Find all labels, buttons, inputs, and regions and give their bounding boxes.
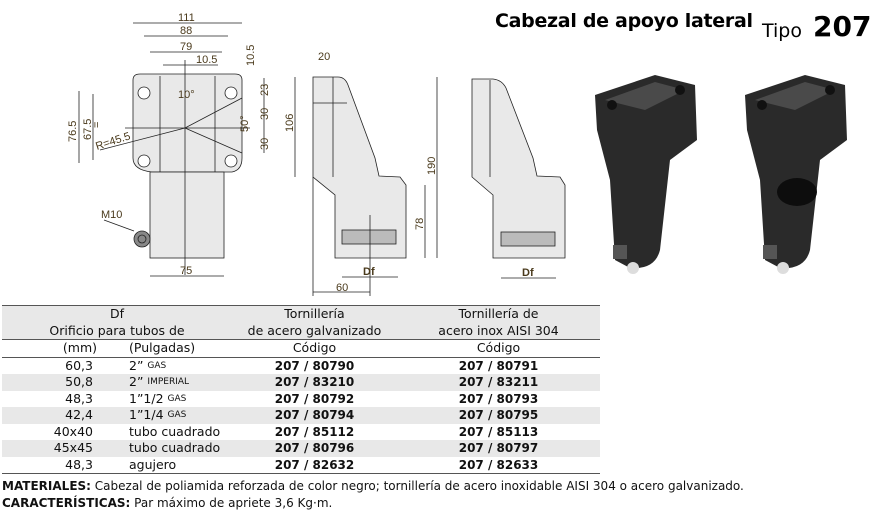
cell-mm: 48,3 [65, 390, 93, 406]
cell-code-galv: 207 / 82632 [232, 456, 397, 474]
table-row: 60,3 2” GAS 207 / 80790 207 / 80791 [2, 357, 600, 374]
cell-inches: tubo cuadrado [107, 440, 232, 457]
product-title: Cabezal de apoyo lateral [495, 10, 753, 32]
dim-10-5-vertical: 10.5 [245, 45, 257, 66]
dim-190: 190 [426, 157, 438, 175]
dim-76-5: 76.5 [67, 121, 79, 142]
dim-78: 78 [414, 218, 426, 230]
caracteristicas-note: CARACTERÍSTICAS: Par máximo de apriete 3… [2, 496, 332, 510]
header-galv-1: Tornillería [232, 305, 397, 323]
cell-inch-suffix: IMPERIAL [147, 377, 190, 388]
dim-67-5: 67.5 [82, 119, 94, 140]
product-photo-closed [595, 75, 697, 274]
cell-code-inox: 207 / 80797 [397, 440, 600, 457]
cell-code-galv: 207 / 80790 [274, 358, 355, 373]
cell-inch-value: agujero [129, 456, 177, 472]
tipo-label: Tipo [762, 20, 802, 42]
cell-code-galv: 207 / 85112 [274, 424, 355, 439]
dim-df-2: Df [522, 267, 534, 279]
side-view-drawing: 20 106 190 78 Df 60 Df [284, 51, 566, 296]
front-view-drawing: 111 88 79 10.5 10.5 23 30 30 76.5 67.5 =… [67, 12, 271, 277]
cell-mm: 45x45 [2, 440, 107, 457]
cell-code-galv: 207 / 83210 [232, 374, 397, 391]
cell-mm: 50,8 [2, 374, 107, 391]
table-header-row: Orificio para tubos de de acero galvaniz… [2, 322, 600, 340]
header-galv-2: de acero galvanizado [232, 322, 397, 340]
tipo-number: 207 [813, 10, 872, 43]
cell-code-inox: 207 / 82633 [397, 456, 600, 474]
table-header-row: Df Tornillería Tornillería de [2, 305, 600, 323]
dim-75: 75 [180, 265, 192, 277]
dim-60: 60 [336, 282, 348, 294]
dim-106: 106 [284, 114, 296, 132]
cell-inches: 2” GAS [107, 357, 232, 374]
table-row: 48,3 1”1/2 GAS 207 / 80792 207 / 80793 [2, 391, 600, 408]
dim-equal: = [91, 122, 103, 128]
cell-inch-value: tubo cuadrado [129, 440, 221, 456]
dim-23: 23 [259, 84, 271, 96]
dim-30-bottom: 30 [259, 138, 271, 150]
cell-inch-value: 2” [129, 374, 144, 390]
product-code-table: Df Tornillería Tornillería de Orificio p… [2, 305, 600, 474]
cell-code-inox: 207 / 80795 [397, 407, 600, 424]
product-photo-open [745, 75, 847, 274]
cell-code-inox: 207 / 83211 [397, 374, 600, 391]
radius-45-5: R=45.5 [94, 130, 132, 152]
materiales-label: MATERIALES: [2, 479, 91, 493]
header-codigo-galv: Código [232, 339, 397, 358]
product-photos [595, 75, 847, 274]
dim-30-top: 30 [259, 108, 271, 120]
header-pulgadas: (Pulgadas) [107, 339, 232, 358]
cell-inches: 1”1/2 GAS [107, 391, 232, 408]
cell-inches: tubo cuadrado [107, 424, 232, 441]
materiales-text: Cabezal de poliamida reforzada de color … [90, 479, 744, 493]
cell-code-inox: 207 / 80793 [458, 391, 539, 406]
angle-10: 10° [178, 89, 195, 101]
cell-mm: 42,4 [2, 407, 107, 424]
cell-inch-value: tubo cuadrado [129, 423, 221, 439]
header-mm: (mm) [2, 339, 107, 358]
cell-code-galv: 207 / 80792 [274, 391, 355, 406]
bolt-m10: M10 [101, 209, 122, 221]
cell-inch-value: 2” [129, 357, 144, 373]
dim-88: 88 [180, 25, 192, 37]
table-header-row: (mm) (Pulgadas) Código Código [2, 339, 600, 358]
dim-df: Df [363, 266, 375, 278]
cell-code-galv: 207 / 80794 [232, 407, 397, 424]
dim-10-5: 10.5 [196, 54, 217, 66]
header-orificio: Orificio para tubos de [2, 322, 232, 340]
header-inox-1: Tornillería de [397, 305, 600, 323]
cell-code-galv: 207 / 80796 [232, 440, 397, 457]
table-row: 40x40 tubo cuadrado 207 / 85112 207 / 8511… [2, 424, 600, 441]
header-codigo-inox: Código [397, 339, 600, 358]
angle-50: 50° [239, 115, 251, 132]
cell-mm: 48,3 [2, 456, 107, 474]
dim-20: 20 [318, 51, 330, 63]
cell-inch-value: 1”1/4 [129, 407, 164, 423]
cell-inches: 2” IMPERIAL [107, 374, 232, 391]
caracteristicas-text: Par máximo de apriete 3,6 Kg·m. [130, 496, 333, 510]
cell-inch-value: 1”1/2 [129, 390, 164, 406]
cell-code-inox: 207 / 80791 [458, 358, 539, 373]
caracteristicas-label: CARACTERÍSTICAS: [2, 496, 131, 510]
cell-inch-suffix: GAS [167, 393, 187, 404]
cell-mm: 60,3 [65, 357, 93, 373]
dim-79: 79 [180, 41, 192, 53]
header-inox-2: acero inox AISI 304 [397, 322, 600, 340]
cell-inches: agujero [107, 456, 232, 474]
materiales-note: MATERIALES: Cabezal de poliamida reforza… [2, 479, 744, 493]
dim-111: 111 [178, 12, 195, 24]
header-df: Df [2, 305, 232, 323]
cell-inch-suffix: GAS [147, 360, 167, 371]
cell-inch-suffix: GAS [167, 410, 187, 421]
cell-inches: 1”1/4 GAS [107, 407, 232, 424]
cell-code-inox: 207 / 85113 [458, 424, 539, 439]
cell-mm: 40x40 [53, 423, 93, 439]
